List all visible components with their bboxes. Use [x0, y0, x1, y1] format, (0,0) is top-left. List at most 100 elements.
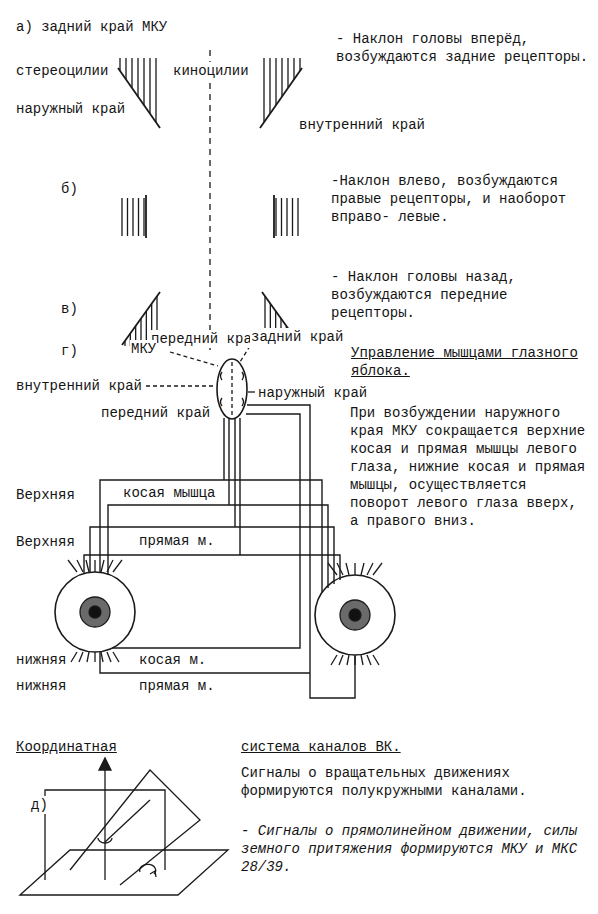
hatch-stroke [281, 58, 282, 97]
hatch-stroke [347, 655, 349, 665]
hatch-stroke [107, 652, 111, 662]
hatch-stroke [94, 560, 95, 572]
hatch-stroke [124, 341, 125, 346]
section-letter: в) [60, 300, 79, 318]
leader-line [146, 385, 216, 386]
hatch-stroke [263, 58, 264, 122]
hatch-stroke [149, 58, 150, 114]
section-heading: система каналов ВК. [240, 738, 402, 756]
hatch-stroke [293, 58, 294, 80]
hatch-stroke [101, 560, 104, 572]
muscle-label: нижняя [15, 677, 67, 695]
hatch-stroke [331, 655, 337, 665]
canal-planes [20, 758, 228, 895]
section-title: а) задний край МКУ [15, 18, 168, 36]
part-label: МКУ [130, 340, 157, 358]
oval-marks [221, 372, 244, 406]
stereocilia [120, 58, 300, 122]
hatch-stroke [101, 652, 103, 662]
leader-line [240, 346, 250, 362]
hatch-stroke [94, 652, 95, 662]
hatch-stroke [132, 198, 133, 236]
hatch-stroke [275, 198, 276, 236]
hatch-stroke [155, 58, 156, 122]
part-label: наружный край [15, 100, 126, 118]
hatch-stroke [328, 563, 337, 575]
hatch-stroke [71, 652, 77, 662]
hatch-stroke [138, 198, 139, 236]
hatch-stroke [367, 563, 373, 575]
hatch-stroke [125, 58, 126, 80]
muscle-label: нижняя [15, 651, 67, 669]
section-heading: Координатная [15, 738, 118, 756]
part-label: наружный край [257, 384, 368, 402]
receptor-base [145, 195, 147, 238]
note-text: При возбуждении наружного края МКУ сокра… [349, 404, 594, 530]
hatch-stroke [113, 652, 119, 662]
receptor-base [260, 68, 302, 128]
part-label: стереоцилии [15, 62, 109, 80]
receptor-base [273, 195, 275, 238]
hatch-stroke [113, 560, 122, 572]
note-text: - Наклон головы вперёд, возбуждаются зад… [335, 30, 592, 66]
hatch-stroke [292, 198, 293, 236]
hatch-stroke [373, 563, 382, 575]
hatch-stroke [367, 655, 371, 665]
note-text: - Наклон головы назад, возбуждаются пере… [330, 268, 594, 322]
nerve-wires [84, 405, 355, 698]
hatch-stroke [354, 563, 355, 575]
muscle-label: косая м. [138, 651, 207, 669]
muscle-label: прямая м. [138, 677, 216, 695]
hatch-stroke [346, 563, 349, 575]
stereocilia [122, 198, 298, 236]
hatch-stroke [297, 198, 298, 236]
hatch-stroke [373, 655, 379, 665]
part-label: передний край [100, 404, 211, 422]
oval-axis [231, 362, 232, 416]
hatch-stroke [354, 655, 355, 665]
hatch-stroke [68, 560, 77, 572]
muscle-fibres [68, 560, 382, 665]
section-letter: б) [60, 180, 79, 198]
leader-line [170, 352, 218, 366]
otolith-oval [217, 359, 247, 419]
hatch-stroke [131, 58, 132, 88]
hatch-stroke [79, 652, 83, 662]
hatch-stroke [127, 198, 128, 236]
muscle-label: прямая м. [138, 532, 216, 550]
part-label: задний край [250, 328, 344, 346]
hatch-stroke [86, 560, 89, 572]
right-eye [315, 575, 395, 655]
hatch-stroke [143, 198, 144, 236]
section-heading: Управление мышцами глазного яблока. [350, 344, 592, 380]
hatch-stroke [137, 58, 138, 97]
receptor-base [118, 68, 160, 128]
note-text: Сигналы о вращательных движениях формиру… [240, 764, 592, 800]
section-letter: г) [60, 342, 79, 360]
part-label: киноцилии [172, 62, 250, 80]
hatch-stroke [299, 58, 300, 71]
hatch-stroke [119, 58, 120, 71]
part-label: передний край [150, 330, 261, 348]
hatch-stroke [281, 198, 282, 236]
hatch-stroke [286, 198, 287, 236]
leader-line [248, 391, 255, 392]
hatch-stroke [339, 655, 343, 665]
hatch-stroke [361, 655, 363, 665]
section-letter: д) [30, 796, 49, 814]
hatch-stroke [87, 652, 89, 662]
hatch-stroke [269, 58, 270, 114]
hatch-stroke [275, 58, 276, 105]
note-text: - Сигналы о прямолинейном движении, силы… [240, 822, 592, 876]
left-eye [55, 572, 135, 652]
hatch-stroke [107, 560, 113, 572]
part-label: внутренний край [298, 116, 426, 134]
hatch-stroke [361, 563, 364, 575]
hatch-stroke [143, 58, 144, 105]
hatch-stroke [287, 58, 288, 88]
muscle-label: Верхняя [15, 533, 76, 551]
axis-line [209, 50, 210, 350]
part-label: внутренний край [15, 377, 143, 395]
muscle-label: Верхняя [15, 486, 76, 504]
